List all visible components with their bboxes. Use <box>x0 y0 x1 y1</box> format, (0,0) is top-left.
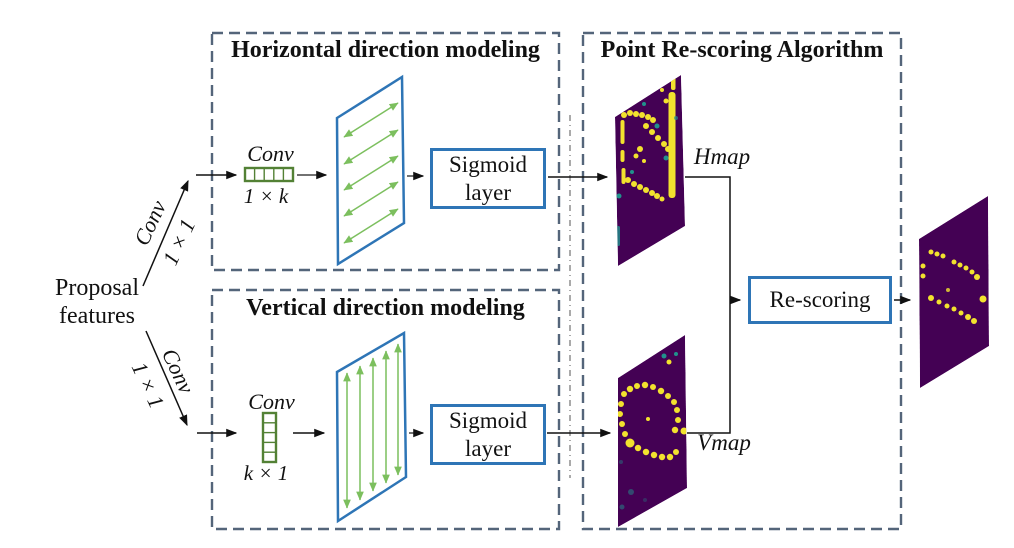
vmap-label: Vmap <box>697 430 751 455</box>
sigmoid-h-line1: Sigmoid <box>449 151 527 177</box>
horizontal-feature-plane <box>335 74 406 267</box>
proposal-line1: Proposal <box>55 275 139 301</box>
vertical-module-border <box>210 288 561 531</box>
hmap-label: Hmap <box>693 144 751 169</box>
rescoring-module-border <box>581 31 903 531</box>
sigmoid-box-vertical: Sigmoid layer <box>430 404 546 465</box>
vmap-heatmap <box>618 335 687 527</box>
conv-h-label: Conv <box>247 141 294 166</box>
output-heatmap <box>919 196 989 388</box>
rescoring-module-title: Point Re-scoring Algorithm <box>600 37 884 63</box>
proposal-line2: features <box>59 302 135 329</box>
conv-v-label: Conv <box>248 389 295 414</box>
conv-kx1-kernel <box>261 411 278 464</box>
kernel-h-label: 1 × k <box>243 184 289 208</box>
hmap-vmap-merge-connector <box>685 176 742 434</box>
input-branch-arrows <box>142 170 238 438</box>
vertical-module-title: Vertical direction modeling <box>246 295 525 321</box>
hmap-heatmap <box>615 75 685 266</box>
horizontal-module-title: Horizontal direction modeling <box>231 37 540 63</box>
vertical-feature-plane <box>335 330 408 524</box>
sigmoid-v-line1: Sigmoid <box>449 407 527 433</box>
conv-1xk-kernel <box>243 166 295 183</box>
sigmoid-box-horizontal: Sigmoid layer <box>430 148 546 209</box>
rescoring-box: Re-scoring <box>748 276 892 324</box>
kernel-v-label: k × 1 <box>243 461 289 485</box>
sigmoid-h-line2: layer <box>465 179 511 205</box>
proposal-features-label: Proposal features <box>38 275 156 330</box>
horizontal-module-border <box>210 31 561 272</box>
rescoring-box-label: Re-scoring <box>769 287 871 313</box>
sigmoid-v-line2: layer <box>465 435 511 461</box>
